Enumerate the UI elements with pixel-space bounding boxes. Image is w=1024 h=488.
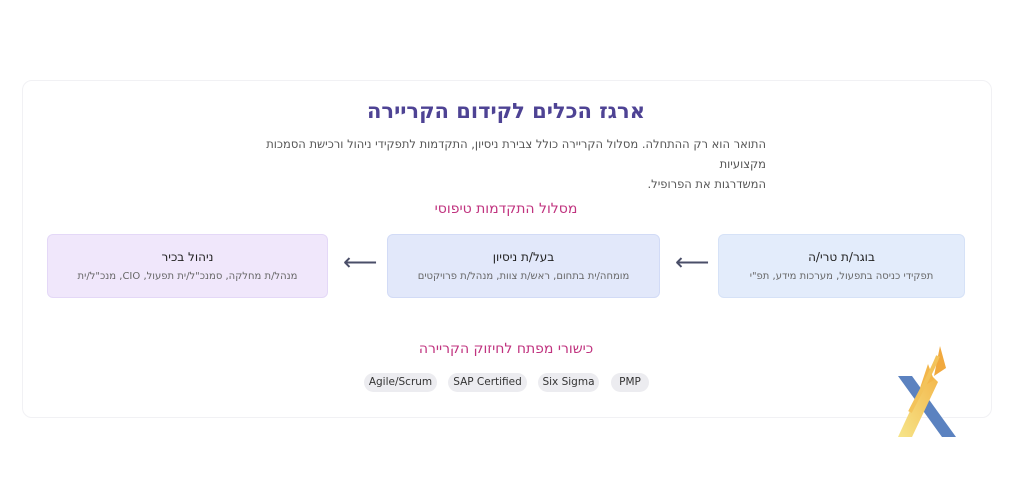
arrow-left-icon: ⟵ bbox=[343, 248, 378, 276]
stage-card-graduate: בוגר/ת טרי/ה תפקידי כניסה בתפעול, מערכות… bbox=[718, 234, 965, 298]
stage-description: תפקידי כניסה בתפעול, מערכות מידע, תפ"י bbox=[749, 271, 934, 282]
subtitle-line-2: המשדרגות את הפרופיל. bbox=[647, 177, 767, 191]
stage-description: מנהל/ת מחלקה, סמנכ"ל/ית תפעול, CIO, מנכ"… bbox=[77, 271, 298, 282]
skill-chip-pmp: PMP bbox=[611, 373, 649, 392]
stage-title: בוגר/ת טרי/ה bbox=[808, 250, 875, 264]
career-path-title: מסלול התקדמות טיפוסי bbox=[434, 201, 578, 217]
page-title: ארגז הכלים לקידום הקריירה bbox=[367, 99, 645, 123]
x-arrow-logo bbox=[898, 346, 956, 437]
skill-chip-sap-certified: SAP Certified bbox=[448, 373, 527, 392]
subtitle-line-1: התואר הוא רק ההתחלה. מסלול הקריירה כולל … bbox=[266, 137, 766, 171]
stage-title: בעל/ת ניסיון bbox=[492, 250, 555, 264]
stage-card-experienced: בעל/ת ניסיון מומחה/ית בתחום, ראש/ת צוות,… bbox=[387, 234, 660, 298]
key-skills-title: כישורי מפתח לחיזוק הקריירה bbox=[418, 341, 594, 357]
stage-description: מומחה/ית בתחום, ראש/ת צוות, מנהל/ת פרויק… bbox=[417, 271, 630, 282]
skill-chip-six-sigma: Six Sigma bbox=[538, 373, 599, 392]
skill-chip-agile-scrum: Agile/Scrum bbox=[364, 373, 437, 392]
stage-card-senior-management: ניהול בכיר מנהל/ת מחלקה, סמנכ"ל/ית תפעול… bbox=[47, 234, 328, 298]
page-subtitle: התואר הוא רק ההתחלה. מסלול הקריירה כולל … bbox=[250, 134, 766, 194]
arrow-left-icon: ⟵ bbox=[675, 248, 710, 276]
stage-title: ניהול בכיר bbox=[161, 250, 214, 264]
